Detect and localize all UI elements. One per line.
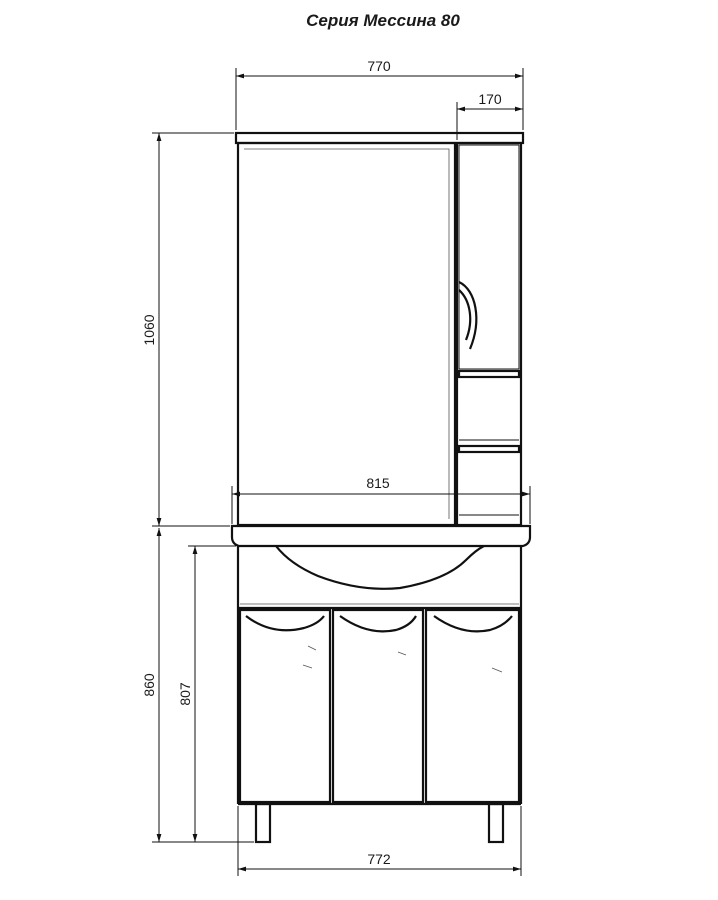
side-column: [455, 141, 523, 527]
door-shading-marks: [302, 645, 503, 673]
vanity-door-left: [238, 608, 332, 804]
mirror-door: [236, 141, 457, 527]
dimension-label-1060: 1060: [141, 314, 157, 345]
shelf-upper: [457, 369, 521, 379]
sink-countertop: [230, 524, 532, 590]
dimension-770: 770: [235, 58, 524, 130]
mirror-cabinet-top: [234, 131, 525, 145]
drawing-title: Серия Мессина 80: [306, 11, 460, 30]
vanity-door-left-handle: [245, 615, 325, 632]
countertop: [230, 524, 532, 548]
vanity-door-center: [331, 608, 425, 804]
dimension-772: 772: [237, 806, 522, 876]
dimension-815: 815: [231, 475, 531, 524]
mirror-door-inner-edge: [244, 148, 450, 519]
side-door: [458, 144, 520, 370]
dimension-label-815: 815: [366, 475, 390, 491]
dimension-label-170: 170: [478, 91, 502, 107]
mirror-cabinet: [234, 131, 525, 527]
dimension-170: 170: [456, 91, 524, 140]
dimension-label-860: 860: [141, 673, 157, 697]
vanity-door-right: [424, 608, 521, 804]
vanity-leg-right: [487, 802, 505, 844]
sink-basin: [275, 545, 485, 590]
dimension-807: 807: [177, 545, 254, 843]
vanity-door-right-handle: [433, 615, 513, 633]
side-door-handle: [458, 281, 478, 350]
dimension-label-807: 807: [177, 682, 193, 706]
dimension-label-770: 770: [367, 58, 391, 74]
vanity-door-center-handle: [339, 615, 417, 633]
vanity-leg-left: [254, 802, 272, 844]
vanity-unit: [236, 546, 523, 844]
dimension-label-772: 772: [367, 851, 391, 867]
dimension-1060: 1060: [141, 132, 234, 527]
shelf-lower: [457, 444, 521, 454]
